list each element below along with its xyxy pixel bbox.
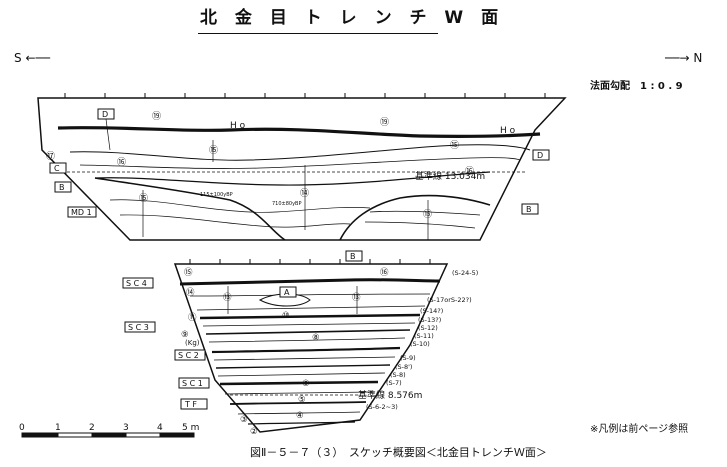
circ-16-a: ⑯	[117, 157, 126, 168]
circ-lower: ⑮	[184, 268, 193, 278]
label-sc4: S C 4	[126, 279, 147, 288]
legend-note: ※凡例は前ページ参照	[590, 424, 689, 435]
direction-south: S ←──	[14, 51, 50, 65]
upper-boxed-labels: D C B MD 1 D B H o H o 基準線 13.034m 115±1…	[49, 108, 550, 218]
upper-outline	[37, 97, 567, 241]
sample-label: (S-10)	[410, 340, 430, 348]
slope-note: 法面勾配 1 : 0 . 9	[590, 81, 683, 92]
lower-outline	[173, 263, 449, 433]
figure-caption: 図Ⅱ－５－７（３） スケッチ概要図＜北金目トレンチＷ面＞	[250, 446, 547, 459]
scale-tick: 1	[55, 423, 61, 433]
label-sc2: S C 2	[178, 351, 199, 360]
circ-15-b: ⑮	[450, 140, 459, 151]
circ-lower: ⑧	[312, 333, 320, 343]
scale-tick: 3	[123, 423, 129, 433]
upper-layer-line	[94, 171, 491, 186]
label-b-lower: B	[350, 252, 356, 261]
scale-tick: 5 m	[182, 423, 199, 433]
sample-labels: (S-24-5) (S-17orS-22?) (S-14?) (S-13?) (…	[366, 269, 478, 411]
sample-label: (S-12)	[418, 324, 438, 332]
sample-label: (S-8')	[395, 363, 412, 371]
upper-surface-ticks	[64, 93, 546, 98]
upper-layer-line	[69, 144, 531, 161]
circ-lower: ⑨	[181, 330, 189, 340]
circ-15-a: ⑮	[209, 145, 218, 156]
sample-label: (S-17orS-22?)	[427, 296, 472, 304]
circ-17: ⑰	[46, 151, 55, 162]
sample-label: (S-9)	[400, 354, 416, 362]
lower-thick-horizon	[179, 278, 441, 286]
upper-layer-line	[109, 199, 371, 213]
sample-label: (S-11)	[414, 332, 434, 340]
date-annot-1: 115±100yBP	[200, 192, 233, 198]
circ-lower: ⑪	[188, 313, 197, 323]
circ-lower: ⑬	[352, 293, 361, 303]
circ-lower: ⑭	[186, 288, 195, 298]
lower-section	[173, 259, 449, 433]
sample-label: (S-8)	[390, 371, 406, 379]
circ-lower: ⑤	[298, 395, 306, 405]
label-tf: T F	[184, 400, 197, 409]
upper-layer-line	[79, 157, 521, 169]
sample-label: (S-13?)	[418, 316, 441, 324]
ho-label-1: H o	[230, 121, 246, 131]
b-boundary-right	[339, 194, 491, 241]
circ-15-c: ⑮	[139, 193, 148, 204]
lower-labels: B A S C 4 S C 3 S C 2 S C 1 T F (Kg) 基準線…	[122, 250, 422, 410]
circ-19-a: ⑲	[152, 111, 161, 122]
upper-layer-line	[364, 221, 476, 229]
upper-baseline-label: 基準線 13.034m	[415, 170, 485, 182]
title-underline	[198, 33, 438, 34]
circ-lower: ③	[240, 415, 248, 425]
lower-circled-numbers: ⑮ ⑯ ⑭ ⑬ ⑬ ⑪ ⑩ ⑨ ⑧ ⑥ ⑤ ④ ③ ②	[181, 268, 389, 437]
label-md1: MD 1	[71, 208, 92, 217]
circ-15-d: ⑮	[423, 209, 432, 220]
upper-layer-line	[119, 214, 351, 228]
circ-19-b: ⑲	[380, 117, 389, 128]
direction-north: ──→ N	[665, 51, 703, 65]
circ-16-b: ⑯	[465, 166, 474, 177]
upper-layer-line	[369, 210, 481, 216]
circ-lower: ⑬	[223, 293, 232, 303]
scale-tick: 4	[157, 423, 163, 433]
date-annot-2: 710±80yBP	[272, 201, 302, 207]
sample-label: (S-6-2~3)	[366, 403, 398, 411]
upper-circled-numbers: ⑲ ⑲ ⑮ ⑮ ⑯ ⑯ ⑰ ⑮ ⑭ ⑮	[46, 111, 474, 220]
scale-tick: 2	[89, 423, 95, 433]
circ-lower: ④	[296, 411, 304, 421]
sample-label: (S-24-5)	[452, 269, 478, 277]
circ-lower: ⑩	[282, 311, 290, 321]
b-boundary	[94, 177, 286, 241]
label-kg: (Kg)	[185, 339, 200, 347]
label-sc3: S C 3	[128, 323, 149, 332]
lower-thick-band	[219, 380, 379, 386]
sample-label: (S-14?)	[420, 307, 443, 315]
upper-section	[37, 93, 567, 241]
scale-bar	[21, 432, 195, 438]
label-b-left: B	[59, 183, 65, 192]
ho-label-2: H o	[500, 126, 516, 136]
sample-label: (S-7)	[386, 379, 402, 387]
scale-tick: 0	[19, 423, 25, 433]
lower-thick-band	[199, 313, 421, 320]
circ-lower: ⑯	[380, 268, 389, 278]
circ-lower: ⑥	[302, 379, 310, 389]
circ-14: ⑭	[300, 188, 309, 199]
circ-lower: ②	[250, 427, 258, 437]
label-c: C	[54, 164, 60, 173]
lower-baseline-label: 基準線 8.576m	[358, 389, 422, 401]
label-d-left: D	[102, 110, 108, 119]
lower-surface-ticks	[189, 259, 431, 264]
label-b-right: B	[526, 205, 532, 214]
label-sc1: S C 1	[182, 379, 203, 388]
scale-ticks: 0 1 2 3 4 5 m	[19, 423, 199, 433]
label-a: A	[284, 288, 290, 297]
figure-title: 北 金 目 ト レ ン チ W 面	[200, 8, 505, 28]
label-d-right: D	[537, 151, 543, 160]
ho-horizon	[57, 125, 541, 138]
lower-thick-band	[211, 346, 401, 354]
